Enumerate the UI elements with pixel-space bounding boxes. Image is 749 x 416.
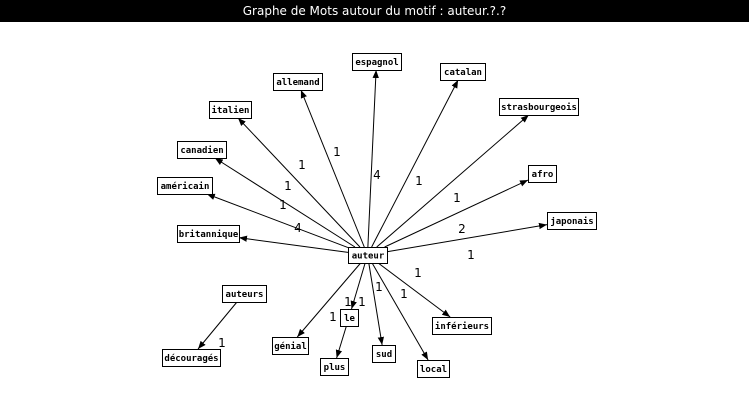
edge-weight-label: 4 bbox=[294, 221, 302, 235]
node-plus[interactable]: plus bbox=[320, 358, 349, 376]
node-box bbox=[528, 165, 557, 183]
node-box bbox=[340, 309, 359, 327]
node-label: américain bbox=[161, 181, 210, 192]
edge-weight-label: 4 bbox=[373, 168, 381, 182]
edge-auteur-japonais bbox=[386, 222, 548, 253]
edge-weight-label: 1 bbox=[333, 145, 341, 159]
node-le[interactable]: le bbox=[340, 309, 359, 327]
node-box bbox=[352, 53, 402, 71]
node-label: strasbourgeois bbox=[501, 102, 577, 113]
node-label: plus bbox=[324, 363, 346, 373]
node-sud[interactable]: sud bbox=[372, 345, 396, 363]
node-box bbox=[177, 225, 240, 243]
node-label: britannique bbox=[179, 229, 239, 240]
node-label: italien bbox=[212, 105, 250, 116]
node-genial[interactable]: génial bbox=[272, 337, 309, 355]
edge-weight-label: 1 bbox=[375, 280, 383, 294]
edge-auteur-britannique bbox=[238, 235, 349, 253]
edge-weight-label: 1 bbox=[218, 336, 226, 350]
node-label: inférieurs bbox=[435, 321, 489, 332]
node-auteur[interactable]: auteur bbox=[348, 247, 388, 264]
edge-auteur-canadien bbox=[214, 157, 356, 248]
node-box bbox=[209, 101, 252, 119]
edge-auteur-americain bbox=[206, 193, 349, 249]
edge-auteur-local bbox=[371, 262, 429, 361]
node-label: découragés bbox=[164, 353, 218, 364]
node-box bbox=[432, 317, 492, 335]
edge-le-plus bbox=[335, 325, 347, 359]
node-box bbox=[320, 358, 349, 376]
window-title: Graphe de Mots autour du motif : auteur.… bbox=[0, 0, 749, 22]
node-box bbox=[417, 360, 450, 378]
node-afro[interactable]: afro bbox=[528, 165, 557, 183]
node-canadien[interactable]: canadien bbox=[177, 141, 227, 159]
edge-weight-label: 1 bbox=[344, 295, 352, 309]
node-auteurs[interactable]: auteurs bbox=[222, 285, 267, 303]
edge-weight-label: 1 bbox=[298, 158, 306, 172]
edge-auteur-le bbox=[350, 262, 366, 310]
edge-auteur-espagnol bbox=[367, 69, 379, 248]
edge-weight-label: 2 bbox=[458, 222, 466, 236]
node-strasbourgeois[interactable]: strasbourgeois bbox=[499, 98, 579, 116]
node-japonais[interactable]: japonais bbox=[547, 212, 597, 230]
edge-weight-label: 1 bbox=[467, 248, 475, 262]
edge-auteur-allemand bbox=[300, 89, 365, 248]
edge-weight-label: 1 bbox=[329, 310, 337, 324]
node-label: allemand bbox=[276, 78, 319, 88]
node-box bbox=[348, 247, 388, 264]
node-italien[interactable]: italien bbox=[209, 101, 252, 119]
edge-auteur-catalan bbox=[371, 79, 459, 248]
node-local[interactable]: local bbox=[417, 360, 450, 378]
edge-weight-label: 1 bbox=[358, 295, 366, 309]
node-inferieurs[interactable]: inférieurs bbox=[432, 317, 492, 335]
node-espagnol[interactable]: espagnol bbox=[352, 53, 402, 71]
node-label: auteur bbox=[352, 252, 385, 262]
node-label: japonais bbox=[550, 216, 593, 227]
node-box bbox=[440, 63, 486, 81]
node-label: génial bbox=[274, 341, 307, 352]
node-box bbox=[157, 177, 213, 195]
node-box bbox=[547, 212, 597, 230]
node-box bbox=[272, 337, 309, 355]
node-label: local bbox=[420, 365, 447, 375]
edge-weight-label: 1 bbox=[415, 174, 423, 188]
node-label: le bbox=[344, 314, 355, 324]
node-catalan[interactable]: catalan bbox=[440, 63, 486, 81]
node-box bbox=[177, 141, 227, 159]
node-label: catalan bbox=[444, 68, 482, 78]
node-label: canadien bbox=[180, 145, 223, 156]
node-label: sud bbox=[376, 350, 392, 360]
node-britannique[interactable]: britannique bbox=[177, 225, 240, 243]
node-allemand[interactable]: allemand bbox=[273, 73, 323, 91]
node-label: espagnol bbox=[355, 58, 398, 68]
edge-auteur-afro bbox=[384, 179, 529, 248]
node-label: auteurs bbox=[226, 290, 264, 300]
node-box bbox=[162, 349, 221, 367]
edge-weight-label: 1 bbox=[279, 198, 287, 212]
node-box bbox=[273, 73, 323, 91]
edge-weight-label: 1 bbox=[414, 266, 422, 280]
edge-weight-label: 1 bbox=[453, 191, 461, 205]
edge-auteur-sud bbox=[368, 262, 384, 346]
node-box bbox=[372, 345, 396, 363]
node-label: afro bbox=[532, 170, 554, 180]
edge-auteur-italien bbox=[237, 117, 361, 248]
edge-auteurs-decourages bbox=[197, 301, 238, 350]
nodes-layer: espagnol catalan allemand italien strasbourg… bbox=[157, 53, 597, 378]
node-box bbox=[499, 98, 579, 116]
node-americain[interactable]: américain bbox=[157, 177, 213, 195]
edge-auteur-inferieurs bbox=[377, 262, 451, 318]
edge-weight-label: 1 bbox=[400, 287, 408, 301]
node-decourages[interactable]: découragés bbox=[162, 349, 221, 367]
node-box bbox=[222, 285, 267, 303]
edge-auteur-strasbourgeois bbox=[376, 114, 530, 248]
edge-weight-label: 1 bbox=[284, 179, 292, 193]
edge-auteur-genial bbox=[296, 262, 362, 338]
